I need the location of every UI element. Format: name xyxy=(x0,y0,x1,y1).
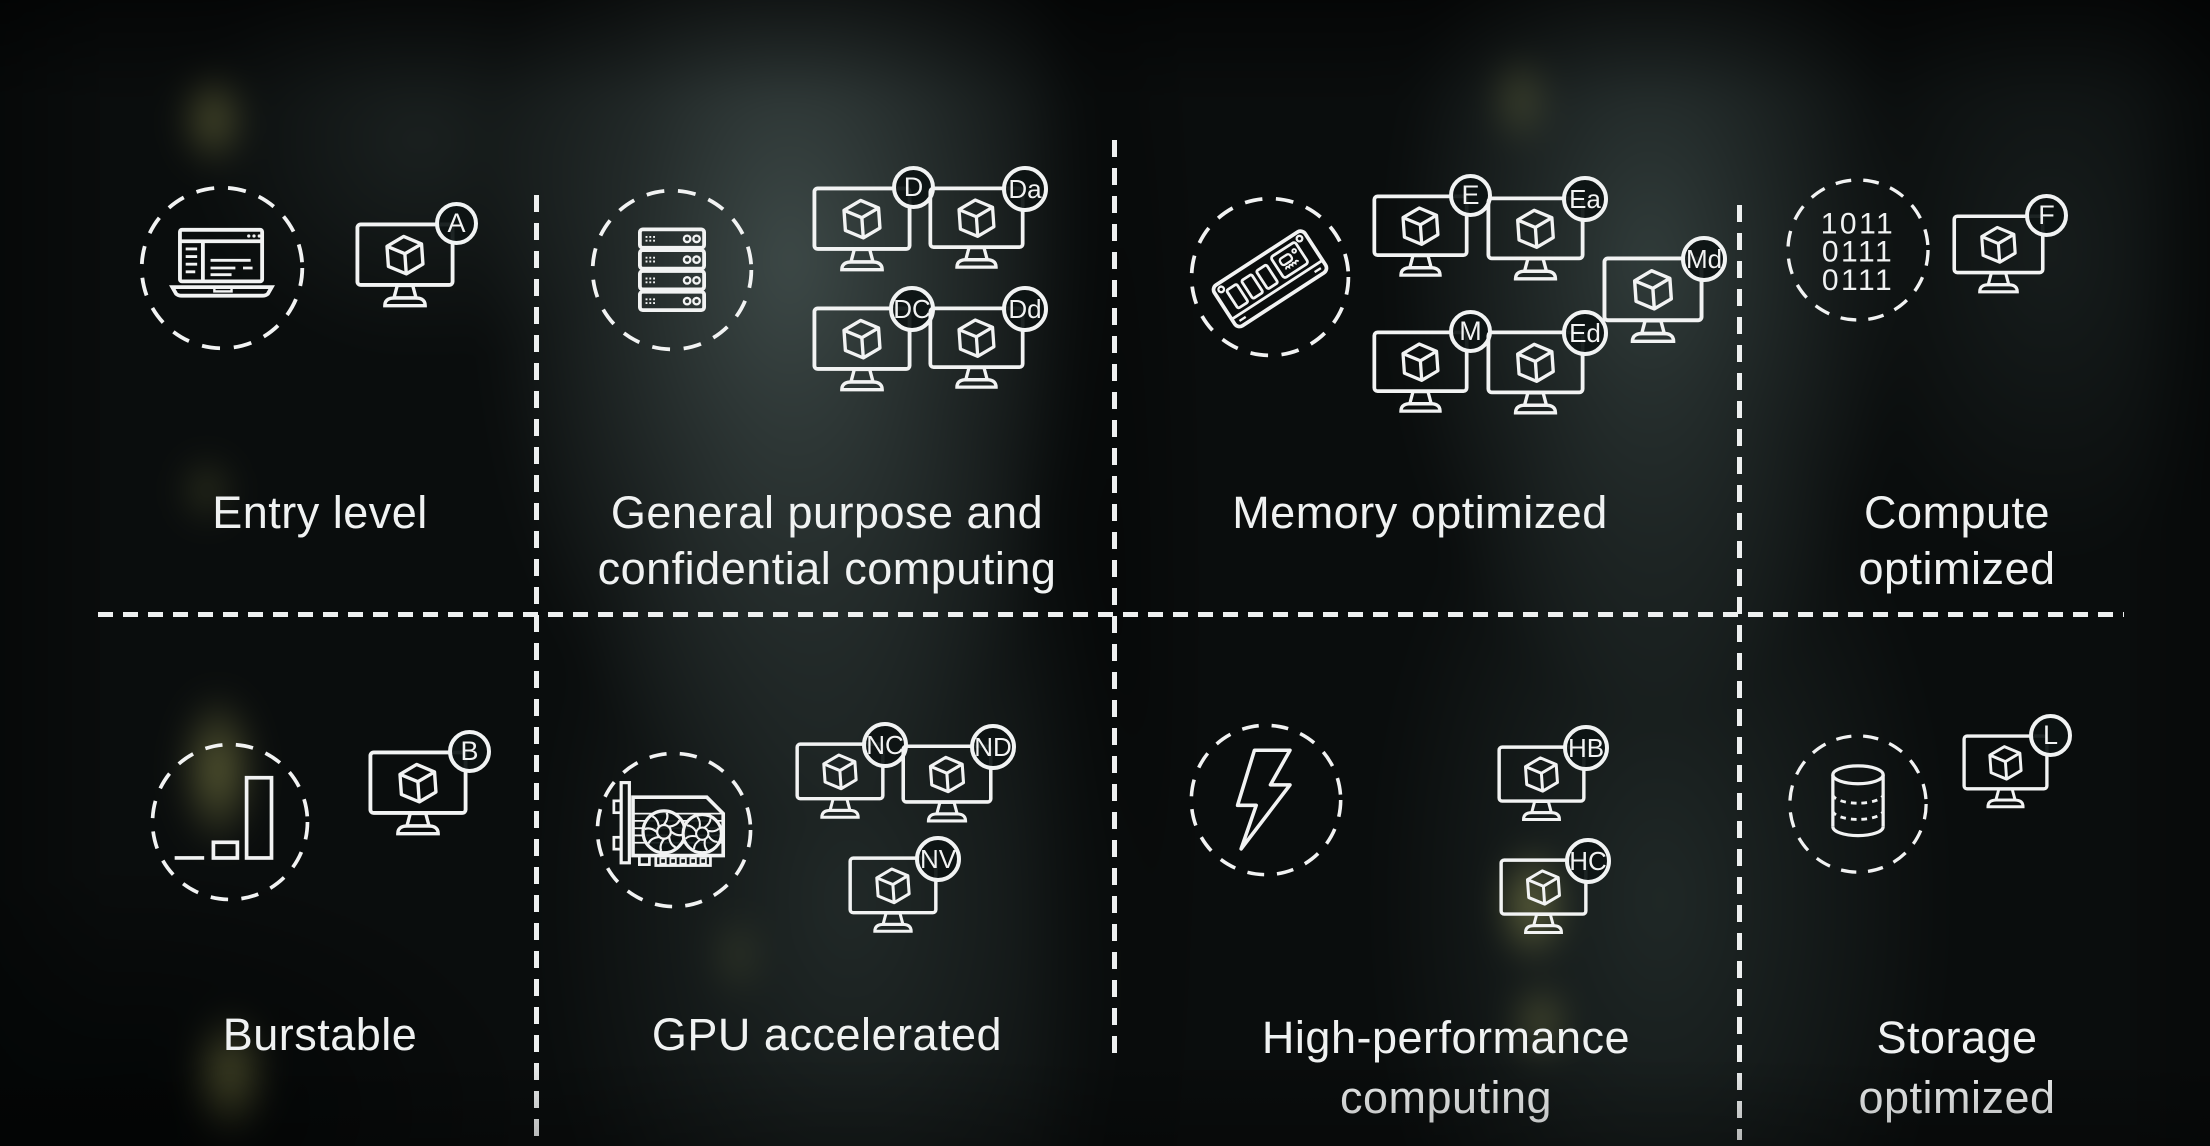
vm-badge: M xyxy=(1449,310,1492,353)
vm-badge: A xyxy=(435,202,478,245)
vm-badge: Da xyxy=(1002,166,1048,212)
gpu-card-icon xyxy=(595,751,753,909)
ram-module-icon xyxy=(1189,196,1351,358)
vm-badge: HB xyxy=(1563,725,1609,771)
vm-badge: F xyxy=(2025,194,2068,237)
vm-badge: B xyxy=(448,730,491,773)
database-icon xyxy=(1788,734,1928,874)
svg-text:1011: 1011 xyxy=(1821,207,1896,240)
bar-chart-icon xyxy=(150,742,310,902)
divider-horizontal xyxy=(98,612,2124,617)
category-label: Burstable xyxy=(222,1009,418,1060)
category-label: General purpose and confidential computi… xyxy=(597,487,1057,594)
divider-vertical-left xyxy=(534,195,539,1145)
vm-l: L xyxy=(1962,714,2072,813)
vm-badge: DC xyxy=(889,286,935,332)
vm-hc: HC xyxy=(1499,838,1611,938)
category-label: Entry level xyxy=(212,487,428,538)
vm-f: F xyxy=(1952,194,2068,298)
vm-badge: L xyxy=(2029,714,2072,757)
server-rack-icon xyxy=(590,188,754,352)
divider-vertical-right xyxy=(1737,205,1742,1140)
vm-badge: E xyxy=(1449,174,1492,217)
svg-text:0111: 0111 xyxy=(1822,264,1894,297)
category-label: Compute optimized xyxy=(1858,487,2056,594)
vm-da: Da xyxy=(928,166,1048,274)
category-label: GPU accelerated xyxy=(651,1009,1003,1060)
vm-m: M xyxy=(1372,310,1492,418)
svg-text:0111: 0111 xyxy=(1822,236,1894,269)
vm-badge: NV xyxy=(915,836,961,882)
vm-nv: NV xyxy=(848,836,961,937)
binary-code-icon: 1011 0111 0111 xyxy=(1786,178,1930,322)
vm-badge: Md xyxy=(1681,236,1727,282)
vm-badge: HC xyxy=(1565,838,1611,884)
vm-dc: DC xyxy=(812,286,935,396)
vm-badge: Dd xyxy=(1002,286,1048,332)
vm-d: D xyxy=(812,166,935,276)
vm-md: Md xyxy=(1602,236,1727,348)
laptop-icon xyxy=(139,185,305,351)
vm-e: E xyxy=(1372,174,1492,282)
vm-ea: Ea xyxy=(1486,176,1608,285)
category-label: High-performance computing xyxy=(1261,1012,1631,1123)
vm-a: A xyxy=(355,202,478,312)
vm-ed: Ed xyxy=(1486,310,1608,419)
vm-dd: Dd xyxy=(928,286,1048,394)
vm-b: B xyxy=(368,730,491,840)
vm-badge: NC xyxy=(862,722,908,768)
category-label: Memory optimized xyxy=(1232,487,1608,538)
lightning-bolt-icon xyxy=(1189,723,1343,877)
vm-nd: ND xyxy=(901,724,1016,827)
vm-badge: Ea xyxy=(1562,176,1608,222)
vm-hb: HB xyxy=(1497,725,1609,825)
divider-vertical-middle xyxy=(1112,140,1117,1057)
vm-badge: Ed xyxy=(1562,310,1608,356)
category-label: Storage optimized xyxy=(1858,1012,2056,1123)
vm-nc: NC xyxy=(795,722,908,823)
vm-badge: ND xyxy=(970,724,1016,770)
